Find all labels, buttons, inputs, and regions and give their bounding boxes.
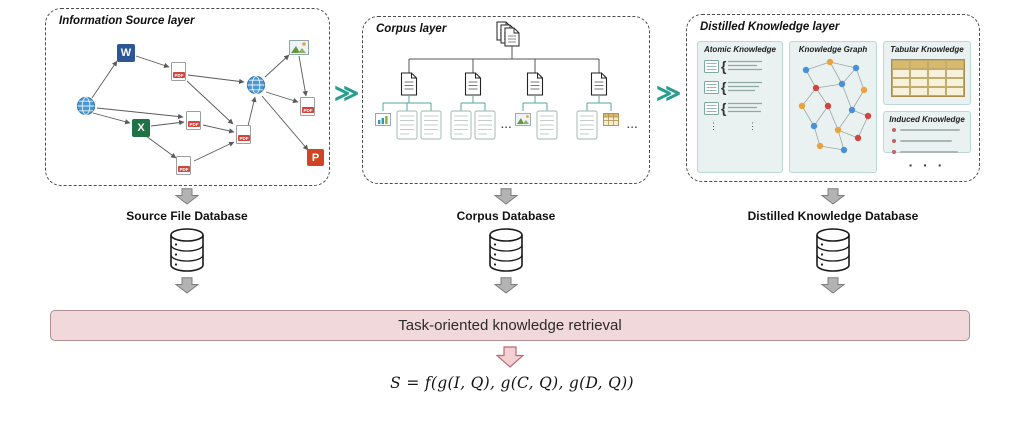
- database-icon: [170, 228, 204, 272]
- document-icon: [464, 72, 482, 96]
- distilled-knowledge-database-label: Distilled Knowledge Database: [747, 209, 919, 223]
- word-file-icon: W: [117, 44, 135, 62]
- atomic-knowledge-item: {: [704, 80, 777, 94]
- retrieval-formula: S = f(g(I, Q), g(C, Q), g(D, Q)): [390, 374, 634, 392]
- down-arrow-icon: [494, 277, 518, 294]
- powerpoint-letter: P: [311, 151, 320, 164]
- knowledge-graph-icon: [798, 58, 872, 154]
- more-knowledge-ellipsis: · · ·: [908, 157, 946, 173]
- chunk-card: [474, 110, 496, 140]
- chunk-card: [396, 110, 418, 140]
- ellipsis-text: ...: [501, 120, 513, 131]
- down-arrow-icon: [175, 188, 199, 205]
- source-file-database-label: Source File Database: [126, 209, 248, 223]
- text-lines: [728, 60, 763, 71]
- excel-file-icon: X: [132, 119, 150, 137]
- image-icon: [289, 40, 309, 55]
- flow-chevron-icon: ≫: [656, 80, 682, 107]
- down-arrow-pink-icon: [496, 346, 524, 368]
- pdf-file-icon: PDF: [176, 156, 191, 175]
- database-icon: [816, 228, 850, 272]
- text-lines: [728, 81, 763, 92]
- flow-chevron-icon: ≫: [334, 80, 360, 107]
- brace-text: {: [721, 99, 727, 116]
- corpus-database-label: Corpus Database: [456, 209, 556, 223]
- chunk-card: [450, 110, 472, 140]
- bar-chart-icon: [375, 113, 391, 126]
- pdf-label: PDF: [178, 166, 190, 172]
- vertical-ellipsis: ⋮ ⋮: [709, 122, 777, 131]
- image-icon: [515, 113, 531, 126]
- knowledge-graph-title: Knowledge Graph: [798, 45, 868, 54]
- induced-knowledge-item: [892, 139, 962, 143]
- corpus-layer-box: Corpus layer: [362, 16, 650, 184]
- source-database-pipeline: Source File Database: [87, 188, 287, 294]
- document-icon: [590, 72, 608, 96]
- chunk-card: [576, 110, 598, 140]
- pdf-file-icon: PDF: [171, 62, 186, 81]
- chunk-card: [536, 110, 558, 140]
- pdf-file-icon: PDF: [186, 111, 201, 130]
- powerpoint-file-icon: P: [307, 149, 324, 166]
- document-icon: [400, 72, 418, 96]
- text-lines: [728, 102, 763, 113]
- atomic-knowledge-panel: Atomic Knowledge {: [697, 41, 783, 173]
- globe-icon: [76, 96, 96, 116]
- distilled-database-pipeline: Distilled Knowledge Database: [733, 188, 933, 294]
- tabular-knowledge-title: Tabular Knowledge: [890, 45, 964, 54]
- document-icon: [526, 72, 544, 96]
- induced-knowledge-items: [884, 124, 970, 154]
- corpus-database-pipeline: Corpus Database: [406, 188, 606, 294]
- pdf-label: PDF: [173, 72, 185, 78]
- induced-knowledge-item: [892, 150, 962, 154]
- down-arrow-icon: [821, 188, 845, 205]
- task-oriented-retrieval-banner: Task-oriented knowledge retrieval: [50, 310, 970, 341]
- down-arrow-icon: [821, 277, 845, 294]
- information-source-layer-box: Information Source layer: [45, 8, 330, 186]
- word-letter: W: [120, 47, 132, 59]
- chunk-card: [420, 110, 442, 140]
- induced-knowledge-item: [892, 128, 962, 132]
- brace-text: {: [721, 78, 727, 95]
- knowledge-graph-panel: Knowledge Graph: [789, 41, 877, 173]
- pdf-label: PDF: [238, 135, 250, 141]
- globe-icon: [246, 75, 266, 95]
- pdf-file-icon: PDF: [300, 97, 315, 116]
- atomic-knowledge-title: Atomic Knowledge: [703, 45, 776, 54]
- atomic-knowledge-item: {: [704, 59, 777, 73]
- source-network-arrows: [91, 54, 309, 162]
- distilled-knowledge-layer-title: Distilled Knowledge layer: [700, 21, 840, 33]
- corpus-layer-title: Corpus layer: [376, 23, 447, 35]
- list-icon: [704, 59, 719, 73]
- tabular-knowledge-table: [891, 59, 965, 97]
- brace-text: {: [721, 57, 727, 74]
- corpus-tree-graphic: [375, 21, 619, 140]
- atomic-knowledge-items: { {: [698, 54, 782, 131]
- information-source-layer-title: Information Source layer: [59, 15, 195, 27]
- database-icon: [489, 228, 523, 272]
- document-stack-icon: [496, 21, 520, 47]
- pdf-label: PDF: [302, 107, 314, 113]
- pdf-file-icon: PDF: [236, 125, 251, 144]
- vertical-ellipsis-text: ⋮: [709, 121, 718, 131]
- induced-knowledge-panel: Induced Knowledge: [883, 111, 971, 154]
- pdf-label: PDF: [188, 121, 200, 127]
- list-icon: [704, 80, 719, 94]
- vertical-ellipsis-text: ⋮: [748, 121, 757, 131]
- down-arrow-icon: [494, 188, 518, 205]
- table-icon: [603, 113, 619, 126]
- atomic-knowledge-item: {: [704, 101, 777, 115]
- tabular-knowledge-panel: Tabular Knowledge: [883, 41, 971, 105]
- distilled-knowledge-layer-box: Distilled Knowledge layer Atomic Knowled…: [686, 14, 980, 182]
- down-arrow-icon: [175, 277, 199, 294]
- excel-letter: X: [137, 122, 145, 134]
- induced-knowledge-title: Induced Knowledge: [889, 115, 965, 124]
- ellipsis-text: ...: [627, 120, 639, 131]
- list-icon: [704, 101, 719, 115]
